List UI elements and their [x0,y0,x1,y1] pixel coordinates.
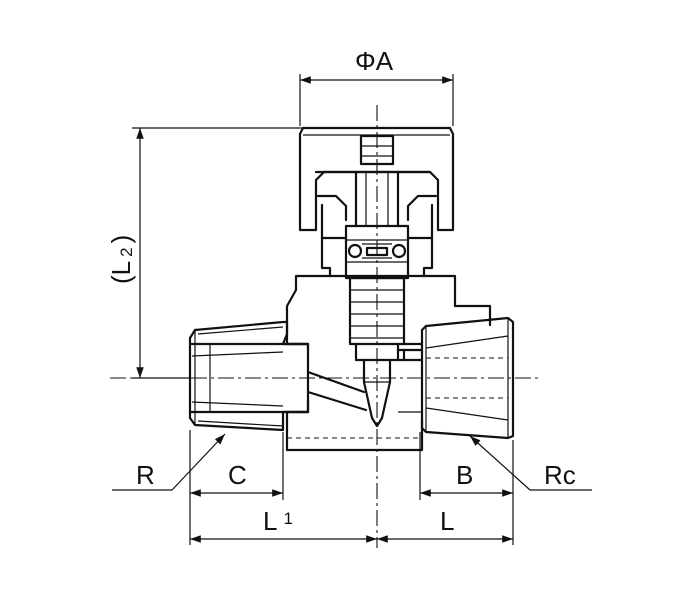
label-l: L [440,506,454,536]
svg-text:(L 2 ): (L 2 ) [106,235,136,284]
label-b: B [456,460,473,490]
dimension-b [419,432,514,545]
label-r: R [136,460,155,490]
label-l2: (L 2 ) [106,235,136,284]
label-l2-close: ) [106,235,136,244]
bonnet [285,236,492,332]
label-l2-open: (L [106,261,136,284]
label-l1-sub: 1 [283,509,292,528]
label-c: C [228,460,247,490]
dimension-phi-a [299,74,454,126]
dimension-c [189,430,284,545]
label-l1: L 1 [263,506,293,536]
leader-r [112,433,226,491]
right-female-port [398,316,515,440]
dimension-l2 [132,127,302,379]
left-male-port [188,320,310,432]
label-l2-sub: 2 [117,247,136,256]
label-phi-a: ΦA [355,46,394,76]
leader-rc [469,435,592,491]
label-rc: Rc [544,460,576,490]
valve-stem [354,170,400,228]
label-l1-main: L [263,506,277,536]
threaded-spindle [348,276,406,428]
